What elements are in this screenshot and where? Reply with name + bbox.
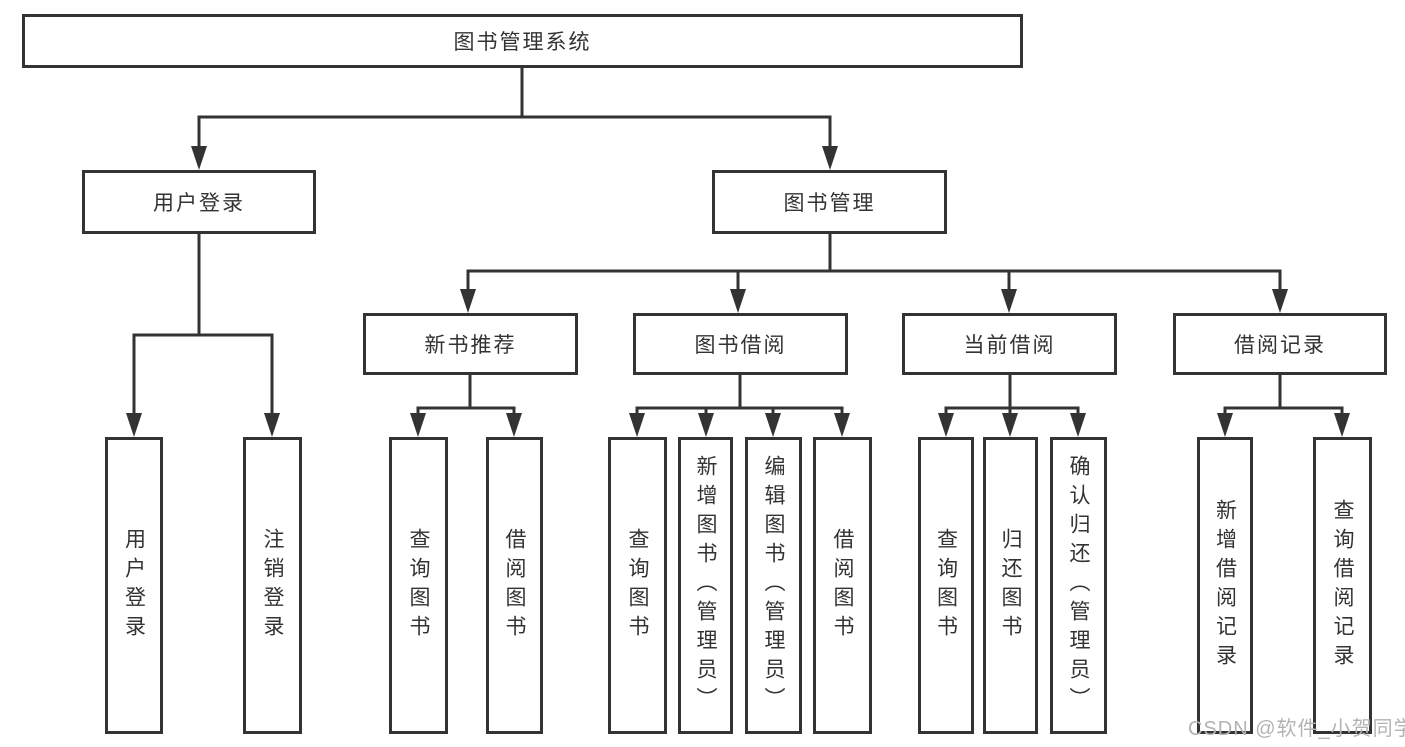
node-label: 新书推荐 (424, 334, 517, 357)
arrow-down-icon (1070, 413, 1086, 437)
edge-user-login-children (132, 234, 274, 419)
leaf-query-book-2: 查询图书 (608, 437, 667, 734)
arrow-down-icon (126, 413, 142, 437)
node-borrow-record: 借阅记录 (1173, 313, 1387, 375)
node-label: 确认归还（管理员） (1067, 455, 1090, 716)
leaf-return-book: 归还图书 (983, 437, 1038, 734)
csdn-watermark: CSDN @软件_小贺同学 (1188, 718, 1405, 740)
node-label: 用户登录 (122, 527, 146, 644)
edge-book-mgmt-children (466, 234, 1282, 297)
arrow-down-icon (460, 289, 476, 313)
leaf-add-book-admin: 新增图书（管理员） (678, 437, 733, 734)
node-label: 图书管理 (783, 192, 876, 215)
leaf-logout: 注销登录 (243, 437, 302, 734)
arrow-down-icon (698, 413, 714, 437)
node-label: 新增图书（管理员） (694, 455, 717, 716)
arrow-down-icon (629, 413, 645, 437)
arrow-down-icon (1002, 413, 1018, 437)
node-label: 归还图书 (999, 527, 1022, 644)
node-root-label: 图书管理系统 (453, 31, 592, 54)
node-user-login: 用户登录 (82, 170, 316, 234)
arrow-down-icon (191, 146, 207, 170)
arrow-down-icon (765, 413, 781, 437)
arrow-down-icon (730, 289, 746, 313)
node-new-book-recommend: 新书推荐 (363, 313, 578, 375)
leaf-query-borrow-record: 查询借阅记录 (1313, 437, 1372, 734)
node-current-borrow: 当前借阅 (902, 313, 1117, 375)
arrow-down-icon (264, 413, 280, 437)
arrow-down-icon (410, 413, 426, 437)
node-label: 图书借阅 (694, 334, 787, 357)
node-book-management: 图书管理 (712, 170, 947, 234)
leaf-borrow-book-2: 借阅图书 (813, 437, 872, 734)
leaf-query-book-3: 查询图书 (918, 437, 974, 734)
arrow-down-icon (834, 413, 850, 437)
node-label: 新增借阅记录 (1213, 498, 1237, 673)
edge-borrow-children (635, 375, 844, 421)
node-label: 查询图书 (934, 527, 958, 644)
node-label: 查询借阅记录 (1331, 498, 1354, 673)
arrow-down-icon (1217, 413, 1233, 437)
arrow-down-icon (1001, 289, 1017, 313)
leaf-edit-book-admin: 编辑图书（管理员） (745, 437, 802, 734)
node-label: 查询图书 (407, 527, 430, 644)
arrow-down-icon (1334, 413, 1350, 437)
arrow-down-icon (506, 413, 522, 437)
edge-root-to-level2 (197, 68, 832, 152)
edge-new-book-children (416, 375, 516, 421)
arrowheads (126, 146, 1350, 437)
arrow-down-icon (938, 413, 954, 437)
node-label: 查询图书 (626, 527, 649, 644)
node-label: 借阅图书 (503, 527, 526, 644)
node-root: 图书管理系统 (22, 14, 1023, 68)
node-label: 编辑图书（管理员） (762, 455, 785, 716)
arrow-down-icon (1272, 289, 1288, 313)
leaf-add-borrow-record: 新增借阅记录 (1197, 437, 1253, 734)
node-label: 当前借阅 (963, 334, 1056, 357)
leaf-query-book-1: 查询图书 (389, 437, 448, 734)
node-label: 注销登录 (261, 527, 284, 644)
node-label: 借阅图书 (831, 527, 854, 644)
arrow-down-icon (822, 146, 838, 170)
node-label: 用户登录 (153, 192, 245, 215)
leaf-borrow-book-1: 借阅图书 (486, 437, 543, 734)
node-book-borrow: 图书借阅 (633, 313, 848, 375)
edge-record-children (1223, 375, 1344, 421)
node-label: 借阅记录 (1234, 334, 1326, 357)
leaf-confirm-return-admin: 确认归还（管理员） (1050, 437, 1107, 734)
leaf-user-login: 用户登录 (105, 437, 163, 734)
